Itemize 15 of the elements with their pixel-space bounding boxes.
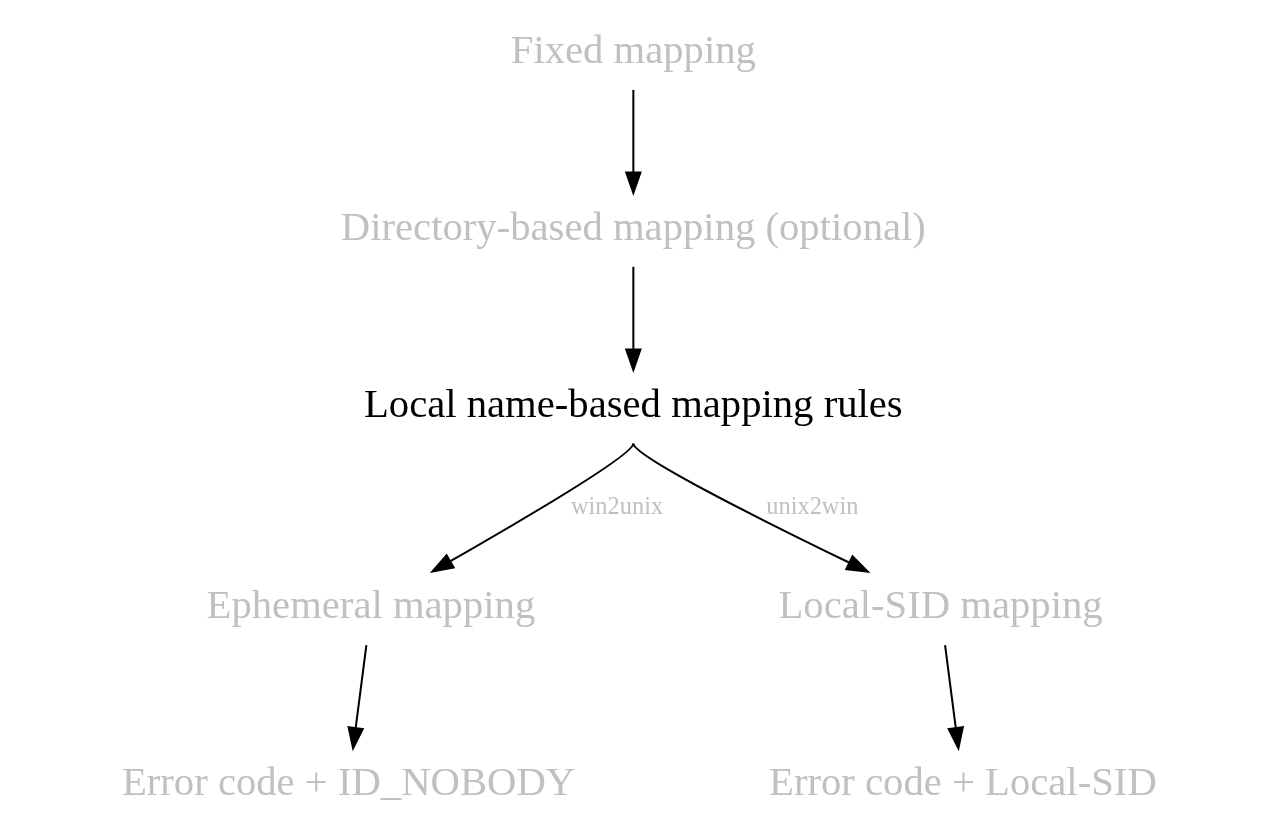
node-text: Ephemeral mapping bbox=[206, 582, 535, 628]
node-text: Directory-based mapping (optional) bbox=[340, 203, 926, 249]
arrow bbox=[346, 645, 367, 752]
arrow bbox=[632, 442, 871, 573]
node-text: Error code + Local-SID bbox=[768, 759, 1157, 805]
node-text: Error code + ID_NOBODY bbox=[121, 759, 575, 805]
node-text: Local-SID mapping bbox=[777, 582, 1103, 628]
edge-label: unix2win bbox=[765, 491, 858, 519]
arrow bbox=[943, 645, 964, 752]
arrow bbox=[624, 89, 642, 196]
arrow bbox=[624, 266, 642, 373]
edge-label: win2unix bbox=[570, 491, 663, 519]
node-text: Local name-based mapping rules bbox=[363, 380, 903, 426]
arrow bbox=[429, 442, 634, 573]
node-text: Fixed mapping bbox=[510, 26, 756, 72]
